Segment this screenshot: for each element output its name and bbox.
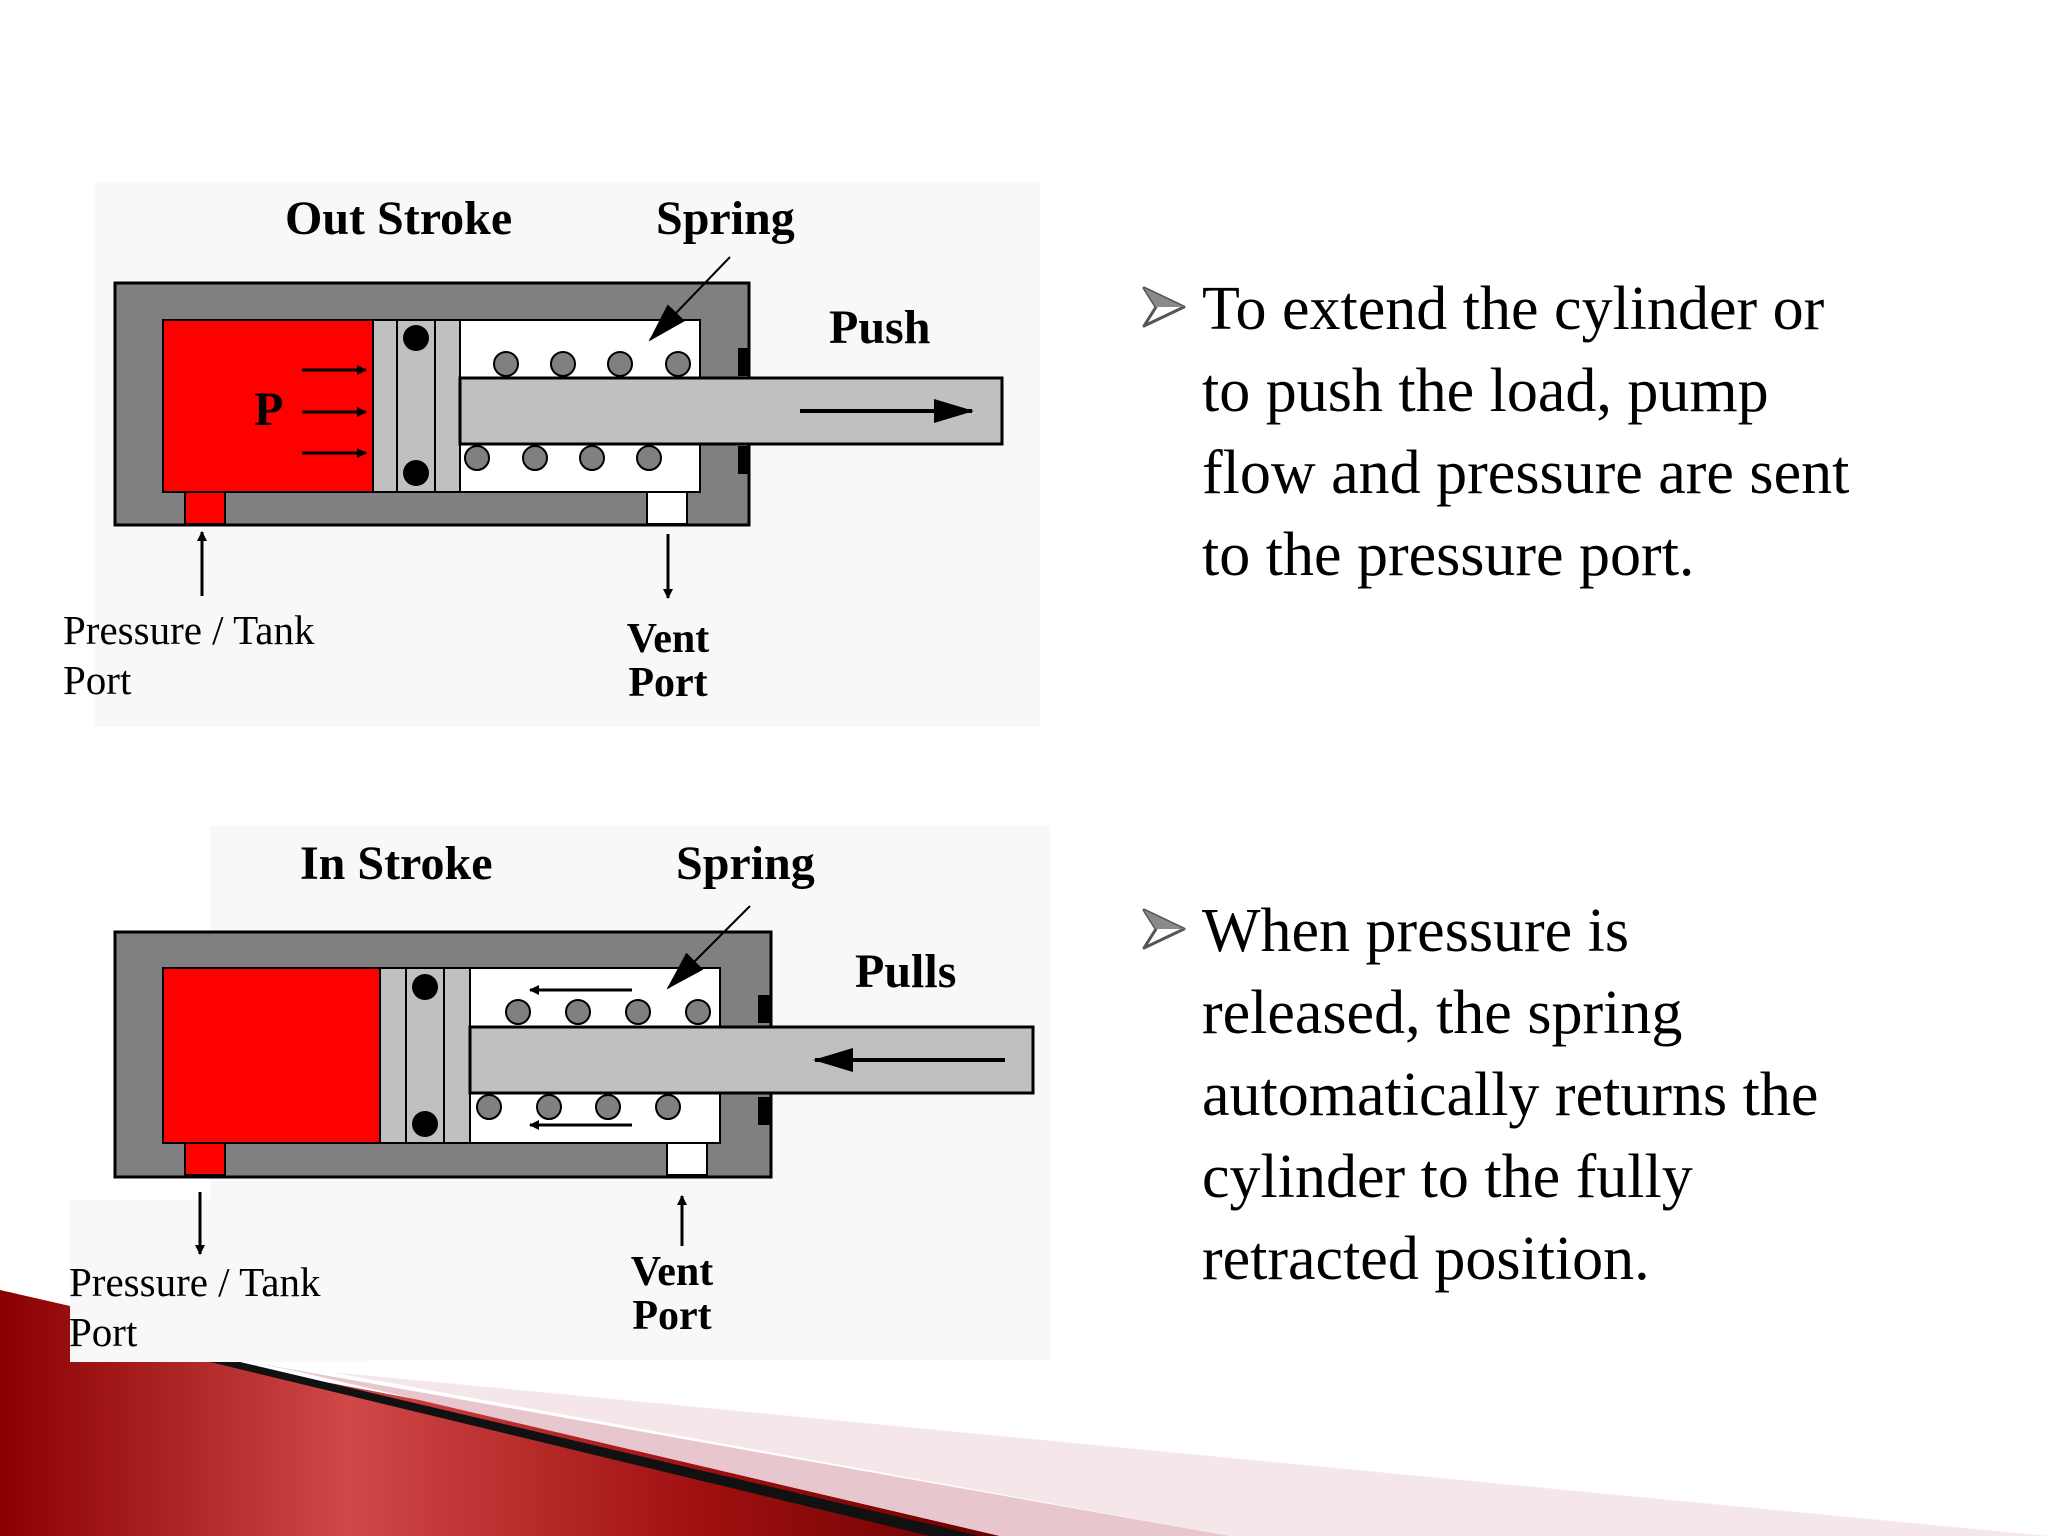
piston-seal xyxy=(403,325,429,351)
pressure-port-label: Pressure / Tank Port xyxy=(63,607,315,703)
vent-port-label: Vent Port xyxy=(630,1249,714,1339)
push-label: Push xyxy=(829,301,931,354)
spring-label: Spring xyxy=(656,192,795,245)
bullet-text: When pressure is released, the spring au… xyxy=(1202,897,1819,1293)
bullet-item: When pressure is released, the spring au… xyxy=(1128,890,2028,1300)
pressure-chamber xyxy=(162,967,381,1144)
piston-seal xyxy=(412,974,438,1000)
spring-coils xyxy=(476,999,711,1120)
arrowhead-bullet-icon xyxy=(1142,908,1186,950)
pressure-label: P xyxy=(254,383,284,436)
bullet-text: To extend the cylinder or to push the lo… xyxy=(1202,275,1850,589)
arrowhead-bullet-icon xyxy=(1142,286,1186,328)
pressure-chamber xyxy=(162,319,374,493)
swoosh-light-band xyxy=(330,1372,2048,1536)
pressure-port xyxy=(184,1142,226,1176)
vent-port-label: Vent Port xyxy=(626,616,710,706)
vent-port xyxy=(646,491,688,525)
pulls-label: Pulls xyxy=(855,945,957,998)
spring-label: Spring xyxy=(676,837,815,890)
swoosh-black-stripe xyxy=(210,1362,980,1536)
spring-pointer xyxy=(648,256,731,342)
swoosh-red-band xyxy=(0,1290,1000,1536)
out-stroke-title: Out Stroke xyxy=(285,192,513,245)
pressure-port-label: Pressure / Tank Port xyxy=(69,1259,321,1355)
spring-pointer xyxy=(666,905,751,990)
piston-seal xyxy=(412,1111,438,1137)
vent-port xyxy=(666,1142,708,1176)
spring-coils xyxy=(464,351,691,471)
in-stroke-title: In Stroke xyxy=(300,837,493,890)
swoosh-pink-band xyxy=(250,1362,1230,1536)
piston-seal xyxy=(403,460,429,486)
bullet-item: To extend the cylinder or to push the lo… xyxy=(1128,268,2028,596)
pressure-port xyxy=(184,491,226,525)
